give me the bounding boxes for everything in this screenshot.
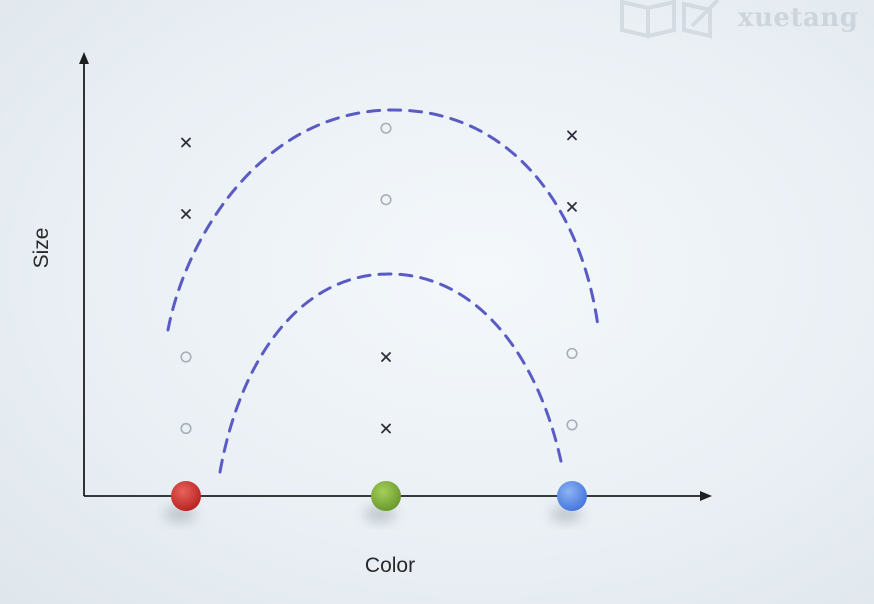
x-marker (381, 423, 391, 434)
x-marker (181, 209, 191, 219)
o-marker (180, 422, 192, 435)
color-balls (164, 481, 587, 522)
boundary-inner-curve (218, 272, 564, 474)
o-marker (566, 347, 578, 360)
o-marker (566, 419, 578, 431)
o-marker (380, 194, 392, 206)
blue-ball (557, 481, 587, 511)
boundary-outer-curve (166, 108, 600, 332)
o-marker (180, 351, 192, 363)
x-marker (381, 352, 391, 362)
x-axis-label: Color (365, 554, 415, 577)
book-logo-icon (620, 0, 720, 39)
o-marker-layer (180, 122, 578, 435)
x-marker (181, 137, 191, 148)
watermark: xuetang (618, 0, 858, 40)
x-marker (567, 201, 577, 212)
watermark-text: xuetang (738, 3, 859, 33)
y-axis-label: Size (30, 228, 53, 269)
y-axis-arrow (79, 52, 89, 64)
x-marker-layer (181, 130, 577, 434)
x-marker (567, 130, 577, 141)
x-axis-arrow (700, 491, 712, 501)
green-ball (371, 481, 401, 511)
red-ball (171, 481, 201, 511)
o-marker (380, 122, 392, 134)
